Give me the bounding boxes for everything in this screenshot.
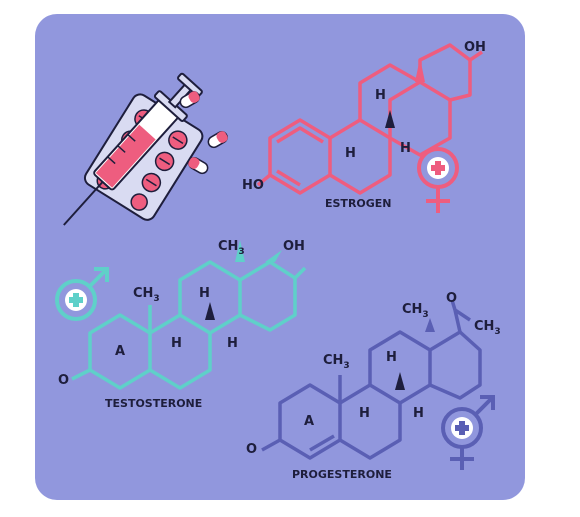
medical-cross-icon-intersex: [451, 417, 473, 439]
estrogen-h-1: H: [375, 88, 386, 103]
testosterone-structure: [71, 260, 307, 390]
estrogen-structure: [256, 43, 483, 195]
estrogen-wedge-h: [385, 110, 395, 128]
medical-cross-icon-male: [65, 289, 87, 311]
male-symbol-icon: [55, 267, 109, 321]
testosterone-o: O: [58, 373, 69, 388]
female-symbol-icon: [417, 147, 459, 213]
progesterone-o-ketone: O: [446, 291, 457, 306]
intersex-symbol-icon: [441, 395, 495, 470]
testosterone-h-2: H: [171, 336, 182, 351]
testosterone-h-3: H: [227, 336, 238, 351]
estrogen-h-3: H: [400, 141, 411, 156]
progesterone-label: PROGESTERONE: [292, 468, 392, 481]
estrogen-wedge: [415, 58, 425, 82]
capsule-icon: [179, 91, 228, 175]
progesterone-h-3: H: [413, 406, 424, 421]
progesterone-ch3-side: CH3: [474, 319, 501, 337]
progesterone-h-1: H: [386, 350, 397, 365]
testosterone-ring-a: A: [115, 344, 125, 359]
medical-cross-icon: [427, 157, 449, 179]
progesterone-wedge-top: [425, 318, 435, 332]
testosterone-h-1: H: [199, 286, 210, 301]
testosterone-ch3-left: CH3: [133, 286, 160, 304]
testosterone-label: TESTOSTERONE: [105, 397, 202, 410]
estrogen-label: ESTROGEN: [325, 197, 392, 210]
progesterone-structure: [261, 299, 482, 460]
progesterone-o: O: [246, 442, 257, 457]
progesterone-h-2: H: [359, 406, 370, 421]
testosterone-wedge-h: [205, 302, 215, 320]
progesterone-ch3-top: CH3: [402, 302, 429, 320]
estrogen-h-2: H: [345, 146, 356, 161]
testosterone-wedge-oh: [265, 250, 282, 262]
syringe-icon: [63, 72, 203, 226]
estrogen-oh-top: OH: [464, 40, 486, 55]
testosterone-wedge-top: [235, 240, 245, 262]
testosterone-oh: OH: [283, 239, 305, 254]
progesterone-ring-a: A: [304, 414, 314, 429]
progesterone-ch3-left: CH3: [323, 353, 350, 371]
testosterone-ch3-top: CH3: [218, 239, 245, 257]
progesterone-wedge-h: [395, 372, 405, 390]
estrogen-ho-left: HO: [242, 178, 264, 193]
